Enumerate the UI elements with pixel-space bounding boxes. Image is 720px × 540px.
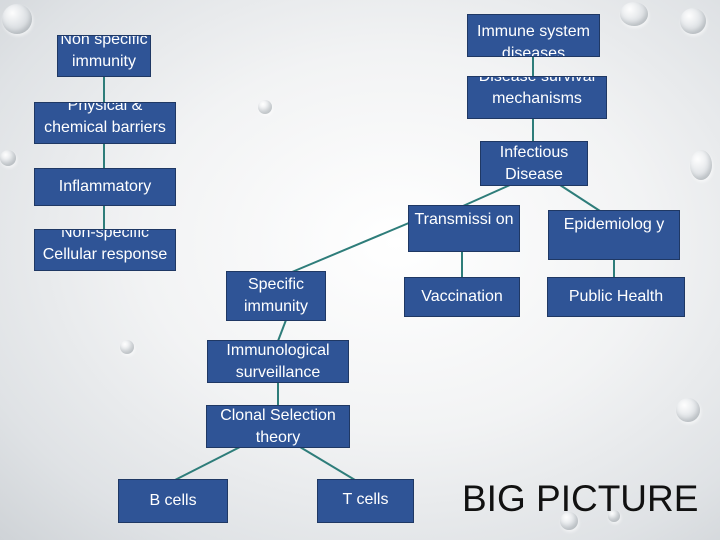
node-non-specific-immunity: Non specific immunity <box>57 35 151 77</box>
node-epidemiology: Epidemiolog y <box>548 210 680 260</box>
node-infectious-disease: Infectious Disease <box>480 141 588 186</box>
connector <box>463 185 510 206</box>
connector <box>300 447 355 480</box>
node-vaccination: Vaccination <box>404 277 520 317</box>
node-transmission: Transmissi on <box>408 205 520 252</box>
node-immune-system-diseases: Immune system diseases <box>467 14 600 57</box>
node-physical-chemical-barriers: Physical & chemical barriers <box>34 102 176 144</box>
node-b-cells: B cells <box>118 479 228 523</box>
node-specific-immunity: Specific immunity <box>226 271 326 321</box>
node-public-health: Public Health <box>547 277 685 317</box>
node-t-cells: T cells <box>317 479 414 523</box>
connector <box>560 185 600 211</box>
node-inflammatory: Inflammatory <box>34 168 176 206</box>
node-clonal-selection-theory: Clonal Selection theory <box>206 405 350 448</box>
connector <box>278 320 286 341</box>
node-non-specific-cellular-response: Non-specific Cellular response <box>34 229 176 271</box>
big-picture-title: BIG PICTURE <box>462 478 698 520</box>
node-immunological-surveillance: Immunological surveillance <box>207 340 349 383</box>
node-disease-survival-mechanisms: Disease survival mechanisms <box>467 76 607 119</box>
connector <box>175 447 240 480</box>
